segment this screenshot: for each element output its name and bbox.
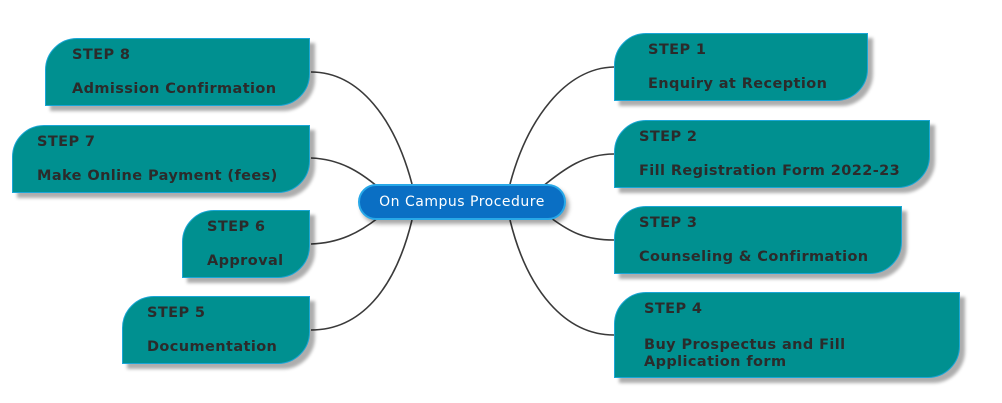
step-description: Documentation: [147, 339, 278, 355]
step-4-node[interactable]: STEP 4 Buy Prospectus and Fill Applicati…: [614, 292, 960, 378]
step-label: STEP 8: [72, 47, 131, 63]
step-3-node[interactable]: STEP 3 Counseling & Confirmation: [614, 206, 902, 274]
step-5-node[interactable]: STEP 5 Documentation: [122, 296, 310, 364]
step-label: STEP 3: [639, 215, 698, 231]
step-8-node[interactable]: STEP 8 Admission Confirmation: [45, 38, 310, 106]
step-label: STEP 1: [648, 42, 707, 58]
step-description: Admission Confirmation: [72, 81, 277, 97]
step-label: STEP 2: [639, 129, 698, 145]
step-2-node[interactable]: STEP 2 Fill Registration Form 2022-23: [614, 120, 930, 188]
central-topic-label: On Campus Procedure: [379, 194, 545, 210]
step-6-node[interactable]: STEP 6 Approval: [182, 210, 310, 278]
step-description: Buy Prospectus and Fill Application form: [644, 337, 846, 370]
step-label: STEP 5: [147, 305, 206, 321]
step-label: STEP 6: [207, 219, 266, 235]
step-description: Approval: [207, 253, 284, 269]
connector-step-3: [550, 217, 615, 241]
connector-step-8: [310, 71, 413, 185]
central-topic[interactable]: On Campus Procedure: [358, 184, 566, 220]
step-label: STEP 4: [644, 301, 703, 317]
step-description: Counseling & Confirmation: [639, 249, 869, 265]
step-label: STEP 7: [37, 134, 96, 150]
step-7-node[interactable]: STEP 7 Make Online Payment (fees): [12, 125, 310, 193]
connector-step-5: [310, 219, 413, 331]
step-description: Fill Registration Form 2022-23: [639, 163, 901, 179]
connector-step-4: [509, 219, 615, 336]
step-description: Enquiry at Reception: [648, 76, 828, 92]
connector-step-1: [509, 66, 615, 185]
step-description: Make Online Payment (fees): [37, 168, 278, 184]
connector-step-6: [310, 217, 379, 245]
connector-step-7: [310, 157, 379, 188]
connector-step-2: [541, 153, 615, 188]
step-1-node[interactable]: STEP 1 Enquiry at Reception: [614, 33, 868, 101]
